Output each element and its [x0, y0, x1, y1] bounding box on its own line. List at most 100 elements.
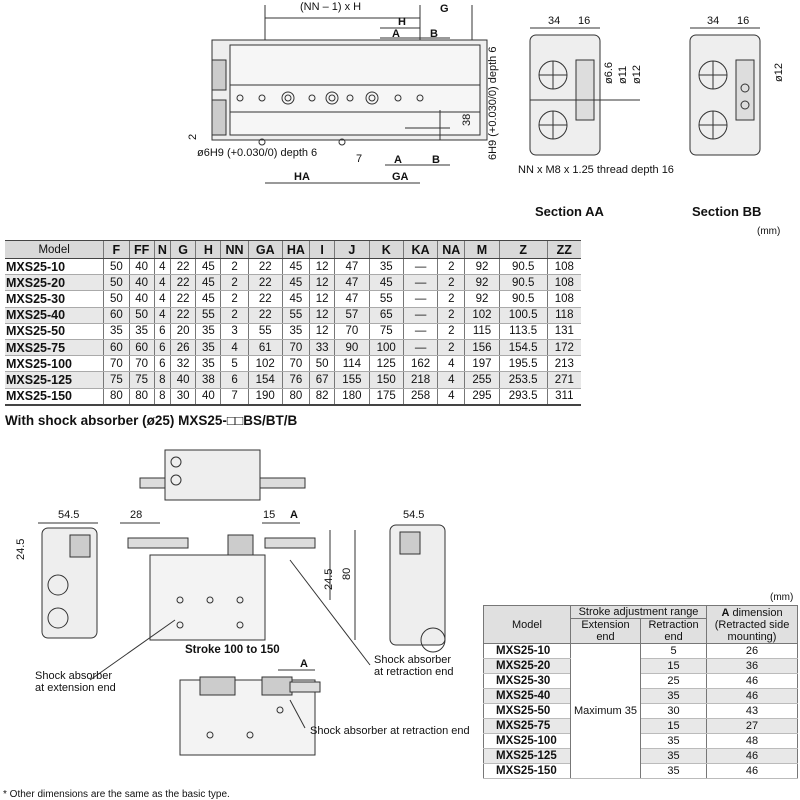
value-cell: 60: [103, 339, 129, 357]
value-cell: 108: [546, 290, 581, 308]
value-cell: 4: [220, 339, 249, 357]
dim-hole-left: ø6H9 (+0.030/0) depth 6: [197, 147, 317, 159]
shock-dim-245-left: 24.5: [15, 539, 27, 560]
value-cell: 60: [103, 307, 129, 324]
value-cell: 8: [153, 371, 171, 389]
main-table-unit: (mm): [757, 226, 780, 237]
value-cell: 33: [308, 339, 335, 357]
value-cell: 118: [546, 307, 581, 324]
a-dimension-cell: 46: [706, 748, 799, 764]
value-cell: 180: [334, 388, 370, 406]
value-cell: 295: [464, 388, 500, 406]
value-cell: 47: [334, 258, 370, 276]
value-cell: 155: [334, 371, 370, 389]
shock-absorber-drawings: [38, 449, 446, 756]
header-zz: ZZ: [546, 240, 581, 259]
value-cell: 12: [308, 323, 335, 340]
shock-dim-a: A: [290, 509, 298, 521]
model-cell: MXS25-40: [5, 307, 104, 324]
value-cell: 22: [169, 274, 196, 292]
value-cell: 70: [281, 355, 310, 373]
value-cell: 218: [402, 371, 438, 389]
value-cell: 253.5: [498, 371, 548, 389]
value-cell: 80: [281, 388, 310, 406]
value-cell: 108: [546, 258, 581, 276]
stroke-label: Stroke 100 to 150: [185, 644, 280, 656]
header-stroke-range: Stroke adjustment range: [569, 605, 708, 619]
value-cell: 50: [128, 307, 155, 324]
value-cell: 45: [195, 274, 221, 292]
table-subheader-row: Extension end Retraction end: [484, 618, 798, 644]
a-dimension-cell: 27: [706, 718, 799, 734]
value-cell: 35: [195, 355, 221, 373]
aa-dim-34: 34: [548, 15, 560, 27]
a-dimension-cell: 43: [706, 703, 799, 719]
value-cell: 40: [128, 258, 155, 276]
value-cell: 45: [195, 258, 221, 276]
value-cell: 50: [308, 355, 335, 373]
header-a-text: dimension (Retracted side mounting): [714, 606, 790, 643]
a-dimension-cell: 46: [706, 673, 799, 689]
ret-label-1: Shock absorber: [374, 654, 451, 666]
value-cell: 45: [195, 290, 221, 308]
value-cell: 271: [546, 371, 581, 389]
value-cell: 197: [464, 355, 500, 373]
value-cell: 35: [281, 323, 310, 340]
aa-dim-66: ø6.6: [603, 62, 615, 84]
value-cell: 22: [169, 307, 196, 324]
shock-dim-80: 80: [341, 568, 353, 580]
value-cell: 175: [368, 388, 404, 406]
header-i: I: [308, 240, 335, 259]
value-cell: 108: [546, 274, 581, 292]
value-cell: 2: [220, 307, 249, 324]
a-dimension-cell: 26: [706, 643, 799, 659]
value-cell: 6: [153, 323, 171, 340]
value-cell: 55: [281, 307, 310, 324]
dim-b: B: [430, 28, 438, 40]
header-retraction-end: Retraction end: [639, 618, 708, 644]
bb-dim-16: 16: [737, 15, 749, 27]
value-cell: 3: [220, 323, 249, 340]
model-cell: MXS25-50: [5, 323, 104, 340]
retraction-cell: 15: [639, 658, 708, 674]
retraction-cell: 5: [639, 643, 708, 659]
value-cell: 131: [546, 323, 581, 340]
value-cell: 22: [247, 307, 283, 324]
stroke-adjustment-table: Model Stroke adjustment range A dimensio…: [483, 605, 799, 779]
value-cell: 195.5: [498, 355, 548, 373]
value-cell: 100: [368, 339, 404, 357]
retraction-cell: 35: [639, 763, 708, 779]
value-cell: 40: [169, 371, 196, 389]
header-ga: GA: [247, 240, 283, 259]
value-cell: 4: [437, 371, 465, 389]
header-a-bold: A: [721, 606, 730, 619]
value-cell: 100.5: [498, 307, 548, 324]
value-cell: 156: [464, 339, 500, 357]
value-cell: 154.5: [498, 339, 548, 357]
dim-ha: HA: [294, 171, 310, 183]
extension-end-cell: Maximum 35: [570, 643, 641, 779]
value-cell: 35: [195, 339, 221, 357]
value-cell: 172: [546, 339, 581, 357]
header-f: F: [103, 240, 129, 259]
value-cell: 12: [308, 290, 335, 308]
model-cell: MXS25-75: [483, 718, 571, 734]
value-cell: 80: [103, 388, 129, 406]
section-bb-title: Section BB: [692, 204, 761, 219]
section-aa-drawing: [529, 27, 640, 156]
aa-thread-note: NN x M8 x 1.25 thread depth 16: [518, 164, 674, 176]
dim-a-bottom: A: [394, 154, 402, 166]
value-cell: 75: [103, 371, 129, 389]
retraction-cell: 35: [639, 733, 708, 749]
header-ka: KA: [402, 240, 438, 259]
value-cell: 50: [103, 274, 129, 292]
aa-dim-11: ø11: [617, 66, 629, 84]
